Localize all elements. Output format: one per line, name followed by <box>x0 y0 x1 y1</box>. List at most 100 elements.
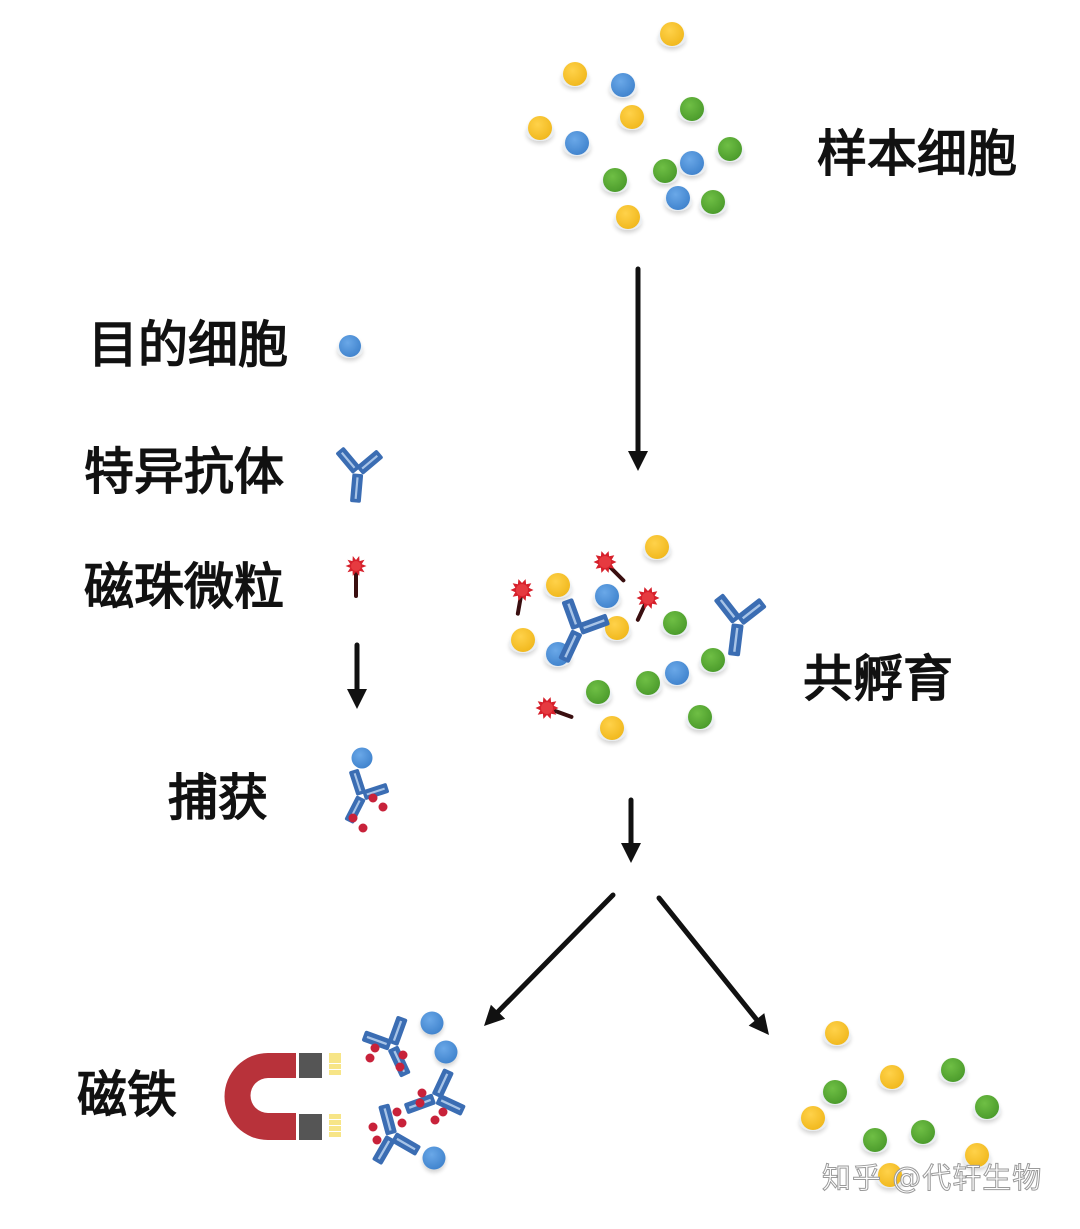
antibody-chain-stripe <box>392 1020 403 1042</box>
legend-bead-icon <box>345 556 367 598</box>
blue-cell-body <box>339 335 361 357</box>
yellow-cell-body <box>801 1106 825 1130</box>
antibody-chain-stripe <box>583 619 605 630</box>
antibody-arm-right <box>372 1135 396 1165</box>
green-cell-body <box>863 1128 887 1152</box>
sample-yellow-cell <box>618 105 646 130</box>
incubation-antibody <box>558 598 610 663</box>
captured-complex <box>362 1011 444 1078</box>
sample-blue-cell <box>664 186 692 211</box>
incubation-yellow-cell <box>598 716 626 741</box>
antibody-arm-right <box>435 1094 466 1116</box>
bead-core <box>541 702 553 714</box>
magnet-pole-bottom <box>299 1114 322 1140</box>
blue-cell-body <box>611 73 635 97</box>
unbound-green-cell <box>861 1128 889 1153</box>
antibody-stem <box>350 473 364 503</box>
captured-target-cell <box>420 1011 444 1035</box>
bound-bead <box>368 793 378 803</box>
antibody-chain-stripe <box>567 603 578 625</box>
arrow-sample-to-incubation <box>628 266 648 471</box>
sample-yellow-cell <box>526 116 554 141</box>
captured-complex <box>368 1103 446 1170</box>
blue-cell-body <box>665 661 689 685</box>
antibody-chain-stripe <box>564 634 577 658</box>
blue-cell-body <box>565 131 589 155</box>
yellow-cell-body <box>600 716 624 740</box>
arrow-head <box>347 689 367 709</box>
bound-bead <box>438 1107 448 1117</box>
watermark-text: 知乎 @代轩生物 <box>821 1161 1043 1195</box>
incubation-bead <box>510 579 534 616</box>
legend-target-cell-icon <box>337 335 363 358</box>
yellow-cell-body <box>563 62 587 86</box>
yellow-cell-body <box>620 105 644 129</box>
green-cell-body <box>663 611 687 635</box>
antibody-chain-stripe <box>361 454 378 470</box>
captured-target-cell <box>422 1146 446 1170</box>
captured-target-cell <box>434 1040 458 1064</box>
green-cell-body <box>975 1095 999 1119</box>
antibody-arm-right <box>362 783 390 800</box>
bound-bead <box>358 823 368 833</box>
unbound-yellow-cell <box>799 1106 827 1131</box>
green-cell-body <box>941 1058 965 1082</box>
green-cell-body <box>911 1120 935 1144</box>
antibody-stem <box>378 1103 397 1136</box>
bead-core <box>642 592 654 604</box>
arrow-shaft <box>495 892 616 1015</box>
magnetic-field-mark <box>329 1126 341 1131</box>
green-cell-body <box>653 159 677 183</box>
yellow-cell-body <box>605 616 629 640</box>
incubation-yellow-cell <box>643 535 671 560</box>
yellow-cell-body <box>645 535 669 559</box>
sample-green-cell <box>716 137 744 162</box>
blue-cell-body <box>680 151 704 175</box>
antibody-arm-left <box>714 593 741 624</box>
legend-label-antibody: 特异抗体 <box>84 443 284 501</box>
yellow-cell-body <box>660 22 684 46</box>
magnetic-field-mark <box>329 1058 341 1063</box>
sample-green-cell <box>651 159 679 184</box>
antibody-arm-left <box>561 598 583 630</box>
antibody-chain-stripe <box>396 1137 416 1151</box>
bound-bead <box>348 813 358 823</box>
bound-bead <box>397 1118 407 1128</box>
arrow-head <box>748 1013 769 1035</box>
bead-core <box>516 584 528 596</box>
bound-bead <box>392 1107 402 1117</box>
green-cell-body <box>586 680 610 704</box>
sample-green-cell <box>678 97 706 122</box>
antibody-chain-stripe <box>340 452 356 469</box>
green-cell-body <box>701 190 725 214</box>
yellow-cell-body <box>878 1163 902 1187</box>
arrow-legend-bead-to-capture <box>347 642 367 709</box>
magnetic-field-mark <box>329 1120 341 1125</box>
magnetic-field-mark <box>329 1064 341 1069</box>
sample-blue-cell <box>678 151 706 176</box>
captured-antibody <box>344 768 390 824</box>
antibody-arm-left <box>362 1030 392 1051</box>
incubation-green-cell <box>661 611 689 636</box>
yellow-cell-body <box>616 205 640 229</box>
magnetic-field-mark <box>329 1070 341 1075</box>
antibody-stem <box>728 623 744 657</box>
yellow-cell-body <box>965 1143 989 1167</box>
bound-bead <box>430 1115 440 1125</box>
unbound-yellow-cell <box>878 1065 906 1090</box>
bound-bead <box>415 1098 425 1108</box>
sample-green-cell <box>699 190 727 215</box>
captured-antibody <box>362 1016 411 1078</box>
step-label-sample-cells: 样本细胞 <box>817 125 1017 183</box>
unbound-yellow-cell <box>823 1021 851 1046</box>
arrow-head <box>628 451 648 471</box>
magnetic-field-mark <box>329 1132 341 1137</box>
captured-complex <box>404 1040 466 1125</box>
antibody-arm-right <box>736 598 767 625</box>
bead-core <box>351 561 361 571</box>
magnet-icon <box>224 1053 341 1140</box>
incubation-green-cell <box>686 705 714 730</box>
bound-bead <box>378 802 388 812</box>
antibody-arm-left <box>391 1132 421 1156</box>
